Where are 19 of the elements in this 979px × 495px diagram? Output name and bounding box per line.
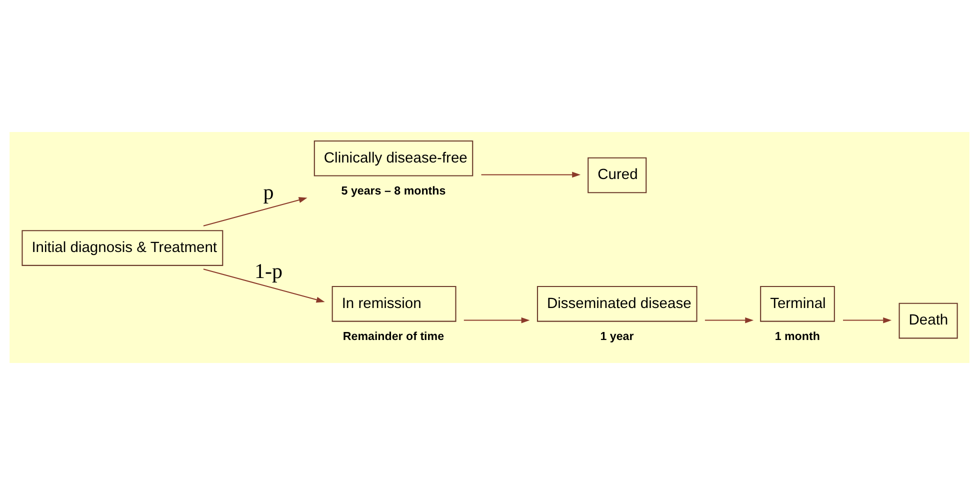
node-label: 1 year — [600, 330, 634, 344]
node-box: In remission — [332, 286, 456, 322]
node-box: Terminal — [760, 286, 835, 322]
arrow — [843, 317, 892, 324]
node-label: Remainder of time — [342, 330, 444, 344]
arrow — [203, 197, 308, 226]
node-label: 1 month — [774, 330, 820, 344]
node-box: Clinically disease-free — [314, 140, 474, 176]
edge-label: 1-p — [254, 259, 283, 284]
arrow — [704, 317, 754, 324]
arrow — [203, 268, 325, 303]
node-box: Death — [898, 302, 958, 339]
node-label: 5 years – 8 months — [341, 184, 446, 198]
arrow — [464, 317, 530, 324]
node-box: Disseminated disease — [536, 286, 698, 322]
node-box: Initial diagnosis & Treatment — [22, 230, 224, 266]
arrow — [481, 172, 581, 178]
edge-label: p — [263, 180, 274, 204]
node-box: Cured — [588, 157, 647, 194]
